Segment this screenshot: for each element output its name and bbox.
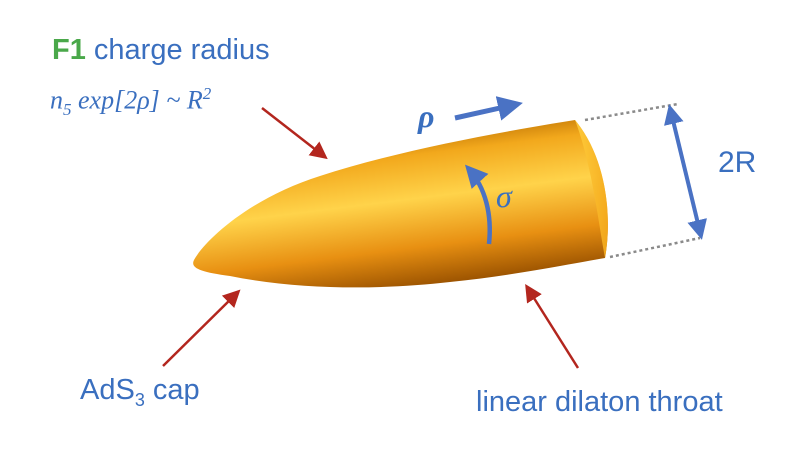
formula-body: exp[2ρ] ~ R bbox=[71, 85, 203, 115]
ads3-cap-label: AdS3 cap bbox=[80, 374, 200, 411]
sigma-label: σ bbox=[496, 178, 512, 214]
sigma-arrow bbox=[464, 164, 492, 245]
bottom-dotted-line bbox=[609, 236, 701, 259]
linear-dilaton-throat-label: linear dilaton throat bbox=[476, 386, 723, 418]
top-dotted-line bbox=[584, 102, 679, 122]
charge-radius-pointer bbox=[261, 107, 328, 160]
formula-subscript: 5 bbox=[63, 99, 72, 119]
two-r-label: 2R bbox=[718, 146, 757, 179]
charge-radius-formula: n5 exp[2ρ] ~ R2 bbox=[50, 84, 211, 120]
rho-label: ρ bbox=[418, 98, 435, 134]
two-r-arrow bbox=[664, 104, 707, 240]
tube-end-face bbox=[575, 120, 608, 258]
f1-charge-radius-label: F1 charge radius bbox=[52, 34, 270, 67]
formula-superscript: 2 bbox=[202, 84, 212, 103]
charge-radius-text: charge radius bbox=[93, 34, 270, 66]
throat-pointer bbox=[525, 284, 580, 369]
cap-ads: AdS bbox=[80, 374, 135, 406]
cigar-tube bbox=[193, 120, 608, 288]
formula-n: n bbox=[50, 85, 63, 115]
f1-tag: F1 bbox=[52, 34, 86, 66]
cap-word: cap bbox=[144, 374, 200, 406]
cap-subscript: 3 bbox=[134, 389, 145, 410]
rho-arrow bbox=[454, 96, 523, 121]
cap-pointer bbox=[162, 289, 241, 367]
